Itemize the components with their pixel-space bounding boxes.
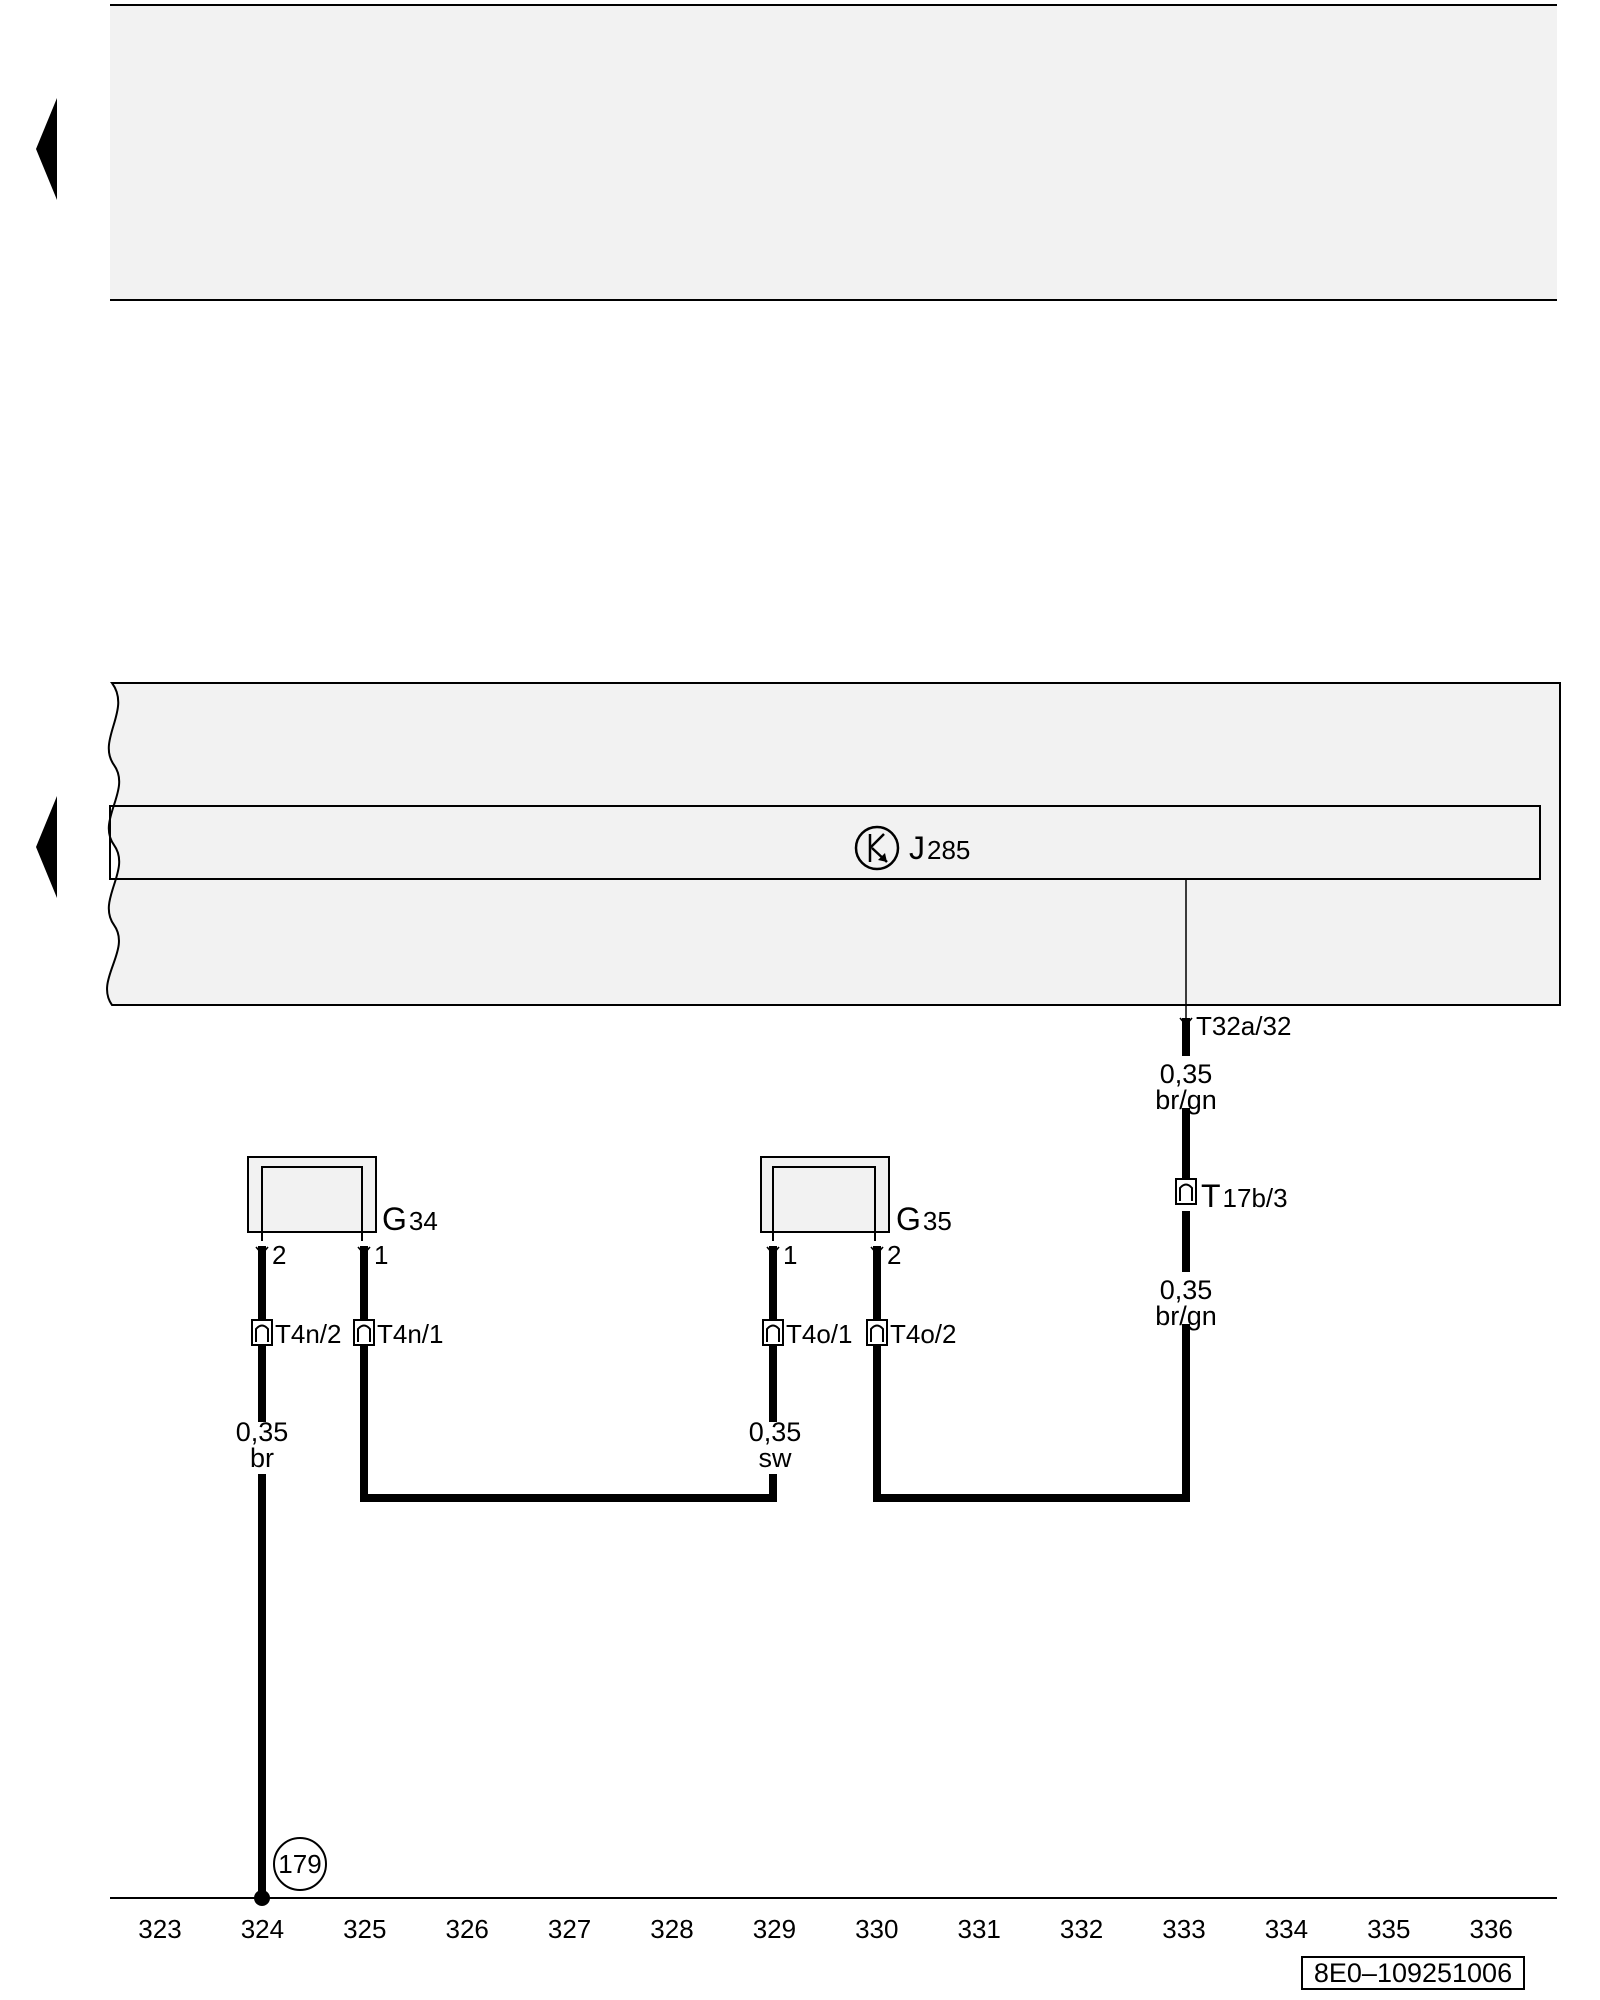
wire-size: 0,35 bbox=[1160, 1059, 1213, 1089]
connector-t4o-1: T4o/1 bbox=[786, 1319, 853, 1349]
k-circle-icon bbox=[854, 825, 900, 871]
track-number: 326 bbox=[446, 1914, 489, 1944]
g34-pin-label: 1 bbox=[374, 1240, 388, 1270]
g35-pin-label: 1 bbox=[783, 1240, 797, 1270]
track-number: 329 bbox=[753, 1914, 796, 1944]
connector-symbols bbox=[251, 1178, 1197, 1346]
track-number: 328 bbox=[650, 1914, 693, 1944]
track-number: 330 bbox=[855, 1914, 898, 1944]
wire-paths bbox=[258, 1018, 1190, 1902]
track-number: 333 bbox=[1162, 1914, 1205, 1944]
control-unit-j285[interactable] bbox=[109, 805, 1541, 880]
wire-color: br bbox=[250, 1443, 274, 1473]
diagram-code-box bbox=[1301, 1956, 1525, 1990]
g35-pin-label: 2 bbox=[887, 1240, 901, 1270]
sensor-g34-label: G34 bbox=[382, 1201, 438, 1237]
connector-t32a-32: T32a/32 bbox=[1196, 1011, 1291, 1041]
ground-callout-number: 179 bbox=[278, 1849, 321, 1879]
track-number: 331 bbox=[958, 1914, 1001, 1944]
track-number: 336 bbox=[1470, 1914, 1513, 1944]
wire-labels: 0,35 br/gn 0,35 br/gn 0,35 br 0,35 sw bbox=[236, 1059, 1217, 1473]
g34-pin-label: 2 bbox=[272, 1240, 286, 1270]
connector-t4n-1: T4n/1 bbox=[377, 1319, 444, 1349]
sensor-g34[interactable] bbox=[247, 1156, 377, 1241]
connector-t17b-3: T17b/3 bbox=[1201, 1178, 1288, 1214]
track-number: 323 bbox=[138, 1914, 181, 1944]
track-number: 335 bbox=[1367, 1914, 1410, 1944]
wire-size: 0,35 bbox=[236, 1417, 289, 1447]
left-triangle-icon[interactable] bbox=[36, 98, 57, 200]
wire-size: 0,35 bbox=[1160, 1275, 1213, 1305]
top-panel bbox=[110, 5, 1557, 300]
diagram-code: 8E0–109251006 bbox=[1314, 1958, 1512, 1988]
track-number: 334 bbox=[1265, 1914, 1308, 1944]
control-unit-panel bbox=[106, 682, 1561, 1006]
connector-t4n-2: T4n/2 bbox=[275, 1319, 342, 1349]
wire-color: br/gn bbox=[1155, 1085, 1217, 1115]
track-number: 332 bbox=[1060, 1914, 1103, 1944]
wire-color: sw bbox=[759, 1443, 793, 1473]
sensor-g35[interactable] bbox=[760, 1156, 890, 1241]
sensor-g35-label: G35 bbox=[896, 1201, 952, 1237]
control-unit-label: J285 bbox=[909, 830, 970, 866]
track-number: 327 bbox=[548, 1914, 591, 1944]
track-number: 324 bbox=[241, 1914, 284, 1944]
wire-color: br/gn bbox=[1155, 1301, 1217, 1331]
connector-t4o-2: T4o/2 bbox=[890, 1319, 957, 1349]
track-number: 325 bbox=[343, 1914, 386, 1944]
pin-arrows bbox=[255, 1017, 1193, 1256]
wire-size: 0,35 bbox=[749, 1417, 802, 1447]
ground-callout-circle bbox=[273, 1837, 327, 1891]
track-number-row: 323 324 325 326 327 328 329 330 331 332 333 334 335 3… bbox=[138, 1914, 1513, 1944]
left-triangle-icon[interactable] bbox=[36, 796, 57, 898]
